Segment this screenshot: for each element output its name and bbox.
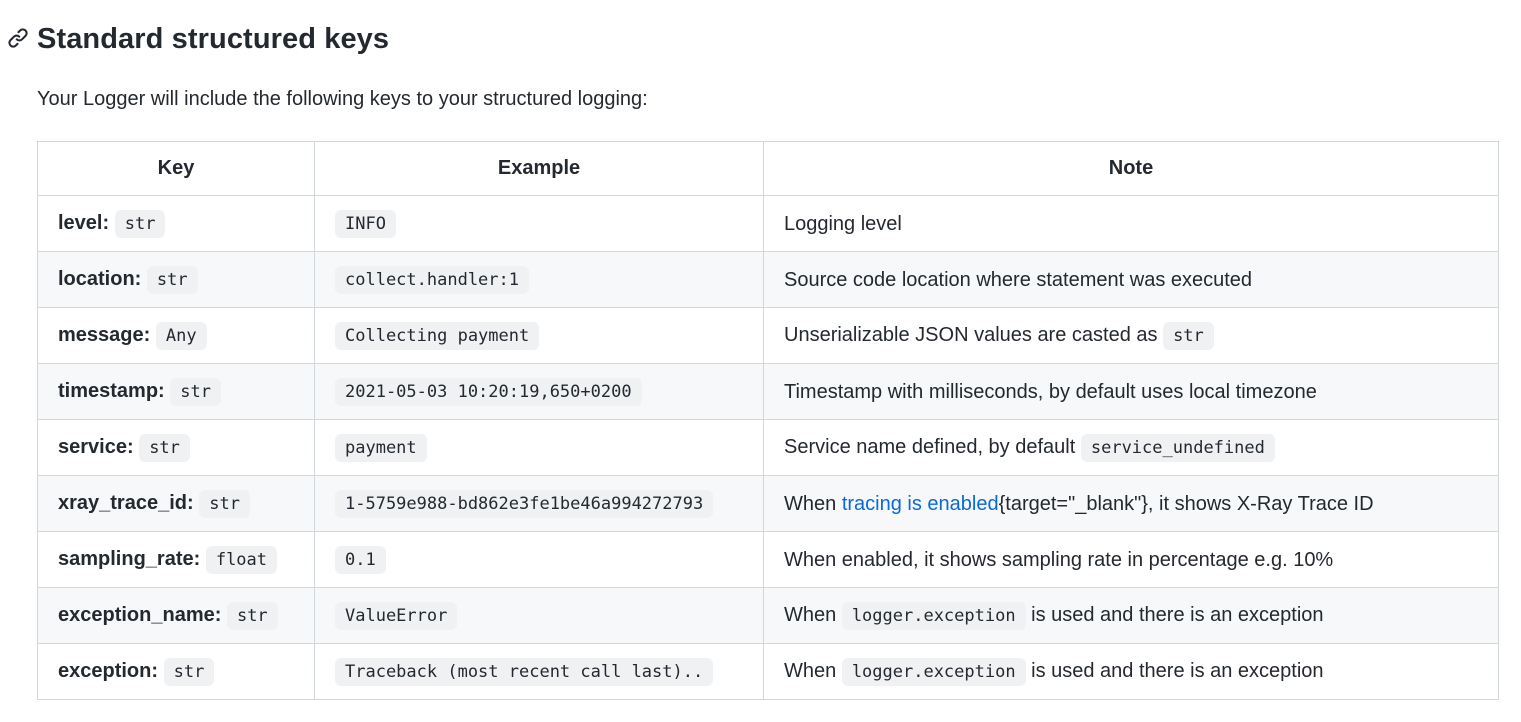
key-type-badge: str xyxy=(139,434,190,462)
note-text: {target="_blank"}, it shows X-Ray Trace … xyxy=(998,492,1374,515)
example-code-badge: 0.1 xyxy=(335,546,386,574)
key-name: service: xyxy=(58,436,134,458)
link-icon xyxy=(8,28,28,48)
key-type-badge: str xyxy=(163,658,215,686)
note-text: Timestamp with milliseconds, by default … xyxy=(784,380,1317,403)
example-cell: 0.1 xyxy=(314,531,764,588)
note-text: is used and there is an exception xyxy=(1025,660,1324,682)
example-code-badge: Collecting payment xyxy=(335,322,540,350)
note-text: When xyxy=(784,660,842,682)
table-row: exception: str Traceback (most recent cal… xyxy=(37,643,1499,700)
table-row: exception_name: str ValueError When logger… xyxy=(37,587,1499,644)
key-cell: location: str xyxy=(37,251,315,308)
tracing-enabled-link[interactable]: tracing is enabled xyxy=(841,492,999,515)
key-type-badge: float xyxy=(205,546,278,574)
note-cell: When logger.exception is used and there … xyxy=(763,643,1499,700)
note-cell: Timestamp with milliseconds, by default … xyxy=(763,363,1499,420)
note-text: When xyxy=(784,604,842,626)
key-name: xray_trace_id: xyxy=(58,492,194,514)
key-name: level: xyxy=(58,212,110,234)
note-inline-code: str xyxy=(1163,322,1214,350)
key-cell: level: str xyxy=(37,195,315,252)
section-heading: Standard structured keys xyxy=(8,20,1498,58)
key-name: location: xyxy=(58,268,142,290)
heading-anchor[interactable] xyxy=(7,27,29,49)
key-type-badge: str xyxy=(146,266,198,294)
example-cell: Traceback (most recent call last).. xyxy=(314,643,764,700)
note-cell: Unserializable JSON values are casted as… xyxy=(763,307,1499,364)
key-cell: message: Any xyxy=(37,307,315,364)
example-cell: 2021-05-03 10:20:19,650+0200 xyxy=(314,363,764,420)
example-code-badge: 2021-05-03 10:20:19,650+0200 xyxy=(335,378,642,406)
table-row: sampling_rate: float 0.1 When enabled, it … xyxy=(37,531,1499,588)
note-text: Logging level xyxy=(784,212,902,235)
note-inline-code: logger.exception xyxy=(841,602,1026,630)
example-code-badge: payment xyxy=(335,434,427,462)
example-cell: payment xyxy=(314,419,764,476)
column-header-example: Example xyxy=(314,141,764,196)
key-name: message: xyxy=(58,324,151,346)
note-text: Unserializable JSON values are casted as xyxy=(784,324,1164,346)
example-code-badge: ValueError xyxy=(335,602,458,630)
intro-paragraph: Your Logger will include the following k… xyxy=(37,88,648,110)
example-cell: INFO xyxy=(314,195,764,252)
table-row: message: Any Collecting payment Unserializ… xyxy=(37,307,1499,364)
note-cell: Logging level xyxy=(763,195,1499,252)
key-name: exception: xyxy=(58,660,159,682)
note-text: Source code location where statement was… xyxy=(784,268,1253,291)
key-cell: exception: str xyxy=(37,643,315,700)
example-cell: ValueError xyxy=(314,587,764,644)
note-text: is used and there is an exception xyxy=(1025,604,1324,626)
key-type-badge: str xyxy=(114,210,166,238)
key-name: sampling_rate: xyxy=(58,548,201,570)
note-cell: Service name defined, by default service… xyxy=(763,419,1499,476)
note-inline-code: service_undefined xyxy=(1080,434,1275,462)
note-text: Service name defined, by default xyxy=(784,436,1081,458)
docs-content: Standard structured keys Your Logger wil… xyxy=(8,20,1499,700)
table-row: xray_trace_id: str 1-5759e988-bd862e3fe1b… xyxy=(37,475,1499,532)
note-text: When enabled, it shows sampling rate in … xyxy=(784,548,1334,571)
note-cell: When logger.exception is used and there … xyxy=(763,587,1499,644)
note-cell: When enabled, it shows sampling rate in … xyxy=(763,531,1499,588)
key-cell: service: str xyxy=(37,419,315,476)
key-type-badge: Any xyxy=(155,322,207,350)
example-cell: collect.handler:1 xyxy=(314,251,764,308)
key-name: timestamp: xyxy=(58,380,165,402)
table-row: location: str collect.handler:1 Source cod… xyxy=(37,251,1499,308)
example-code-badge: collect.handler:1 xyxy=(335,266,529,294)
section-heading-text: Standard structured keys xyxy=(37,23,390,55)
example-code-badge: INFO xyxy=(335,210,396,238)
example-cell: 1-5759e988-bd862e3fe1be46a994272793 xyxy=(314,475,764,532)
note-inline-code: logger.exception xyxy=(841,658,1026,686)
key-cell: xray_trace_id: str xyxy=(37,475,315,532)
note-cell: When tracing is enabled{target="_blank"}… xyxy=(763,475,1499,532)
key-name: exception_name: xyxy=(58,604,222,626)
example-cell: Collecting payment xyxy=(314,307,764,364)
note-text: When xyxy=(784,492,842,515)
column-header-key: Key xyxy=(37,141,315,196)
note-cell: Source code location where statement was… xyxy=(763,251,1499,308)
key-cell: exception_name: str xyxy=(37,587,315,644)
table-row: timestamp: str 2021-05-03 10:20:19,650+02… xyxy=(37,363,1499,420)
key-cell: timestamp: str xyxy=(37,363,315,420)
table-header-row: Key Example Note xyxy=(37,141,1499,196)
key-type-badge: str xyxy=(170,378,221,406)
key-cell: sampling_rate: float xyxy=(37,531,315,588)
example-code-badge: Traceback (most recent call last).. xyxy=(335,658,714,686)
key-type-badge: str xyxy=(199,490,250,518)
table-row: service: str payment Service name defined,… xyxy=(37,419,1499,476)
table-row: level: str INFO Logging level xyxy=(37,195,1499,252)
key-type-badge: str xyxy=(226,602,278,630)
structured-keys-table: Key Example Note level: str INFO Logging l… xyxy=(37,141,1499,700)
example-code-badge: 1-5759e988-bd862e3fe1be46a994272793 xyxy=(335,490,714,518)
column-header-note: Note xyxy=(763,141,1499,196)
